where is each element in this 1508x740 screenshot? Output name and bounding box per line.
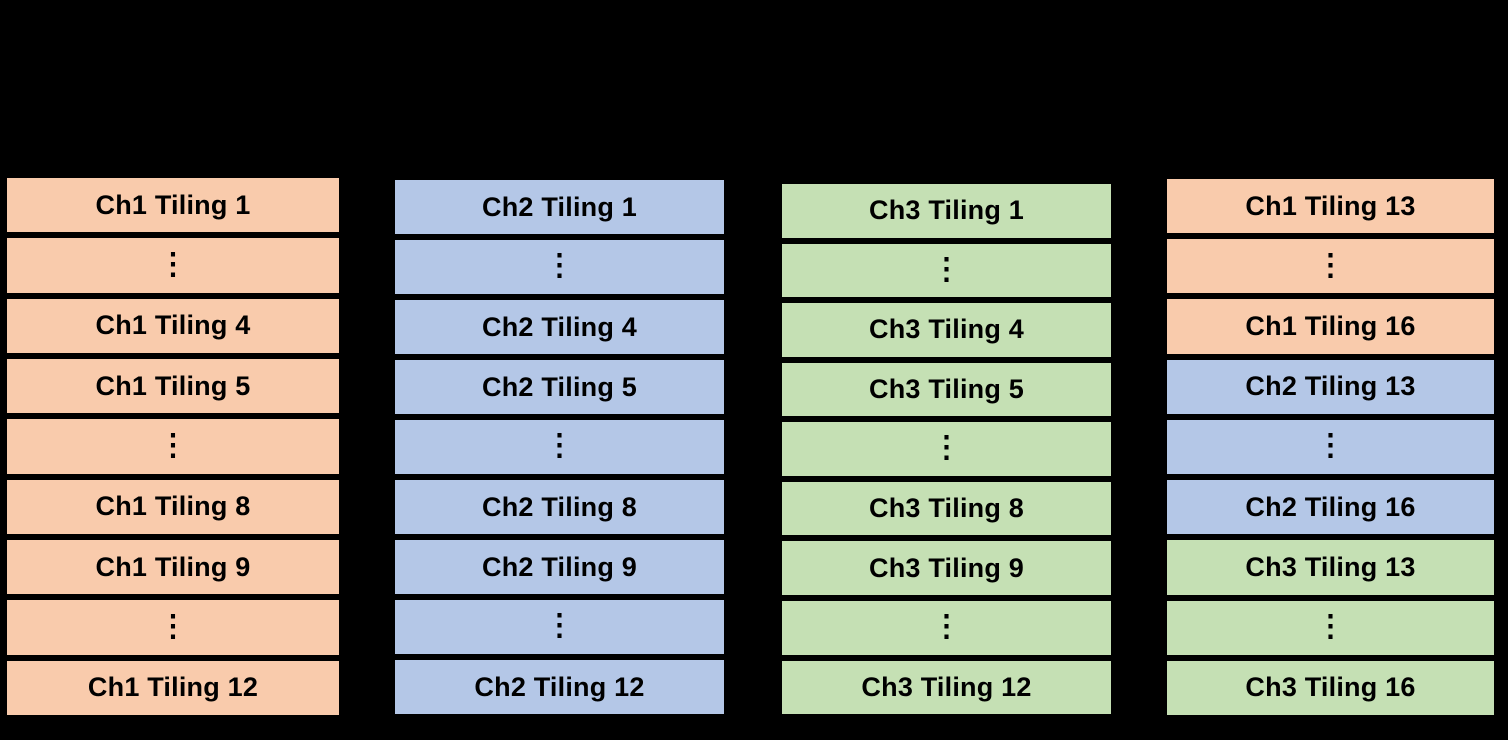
tiling-cell: Ch2 Tiling 4 [392, 297, 727, 357]
tiling-cell: Ch2 Tiling 5 [392, 357, 727, 417]
vertical-ellipsis-icon: ⋮ [158, 428, 188, 462]
vertical-ellipsis-icon: ⋮ [544, 429, 575, 463]
tiling-cell: Ch2 Tiling 16 [1164, 477, 1497, 538]
tiling-ellipsis-cell: ⋮ [1164, 236, 1497, 297]
tiling-cell: Ch1 Tiling 4 [4, 295, 342, 356]
tiling-cell: Ch3 Tiling 4 [779, 300, 1114, 360]
tiling-cell: Ch2 Tiling 9 [392, 537, 727, 597]
vertical-ellipsis-icon: ⋮ [158, 609, 188, 643]
vertical-ellipsis-icon: ⋮ [1315, 609, 1346, 643]
tiling-cell: Ch1 Tiling 5 [4, 355, 342, 417]
tiling-ellipsis-cell: ⋮ [392, 597, 727, 657]
tiling-cell: Ch3 Tiling 8 [779, 478, 1114, 539]
tiling-cell: Ch3 Tiling 16 [1164, 657, 1497, 718]
tiling-ellipsis-cell: ⋮ [779, 419, 1114, 479]
vertical-ellipsis-icon: ⋮ [544, 249, 575, 283]
tiling-ellipsis-cell: ⋮ [1164, 597, 1497, 658]
tiling-cell: Ch1 Tiling 1 [4, 175, 342, 236]
tiling-ellipsis-cell: ⋮ [779, 597, 1114, 658]
tiling-ellipsis-cell: ⋮ [392, 417, 727, 477]
tiling-cell: Ch3 Tiling 5 [779, 359, 1114, 420]
tiling-cell: Ch2 Tiling 1 [392, 177, 727, 237]
tiling-ellipsis-cell: ⋮ [4, 416, 342, 477]
tiling-cell: Ch2 Tiling 13 [1164, 356, 1497, 417]
tiling-ellipsis-cell: ⋮ [4, 235, 342, 296]
vertical-ellipsis-icon: ⋮ [1315, 248, 1346, 282]
tiling-cell: Ch1 Tiling 12 [4, 657, 342, 718]
tiling-cell: Ch1 Tiling 16 [1164, 296, 1497, 357]
tiling-cell: Ch1 Tiling 8 [4, 476, 342, 537]
tiling-cell: Ch3 Tiling 12 [779, 657, 1114, 718]
vertical-ellipsis-icon: ⋮ [158, 247, 188, 281]
tiling-cell: Ch2 Tiling 8 [392, 477, 727, 537]
vertical-ellipsis-icon: ⋮ [1315, 429, 1346, 463]
tiling-ellipsis-cell: ⋮ [4, 597, 342, 658]
vertical-ellipsis-icon: ⋮ [544, 609, 575, 643]
tiling-ellipsis-cell: ⋮ [392, 237, 727, 297]
vertical-ellipsis-icon: ⋮ [931, 252, 962, 286]
vertical-ellipsis-icon: ⋮ [931, 609, 962, 643]
tiling-cell: Ch1 Tiling 13 [1164, 176, 1497, 237]
tiling-cell: Ch3 Tiling 9 [779, 538, 1114, 598]
tiling-cell: Ch3 Tiling 1 [779, 181, 1114, 241]
tiling-cell: Ch2 Tiling 12 [392, 657, 727, 717]
tiling-cell: Ch3 Tiling 13 [1164, 537, 1497, 598]
vertical-ellipsis-icon: ⋮ [931, 431, 962, 465]
tiling-ellipsis-cell: ⋮ [1164, 416, 1497, 478]
tiling-cell: Ch1 Tiling 9 [4, 536, 342, 598]
tiling-ellipsis-cell: ⋮ [779, 240, 1114, 301]
